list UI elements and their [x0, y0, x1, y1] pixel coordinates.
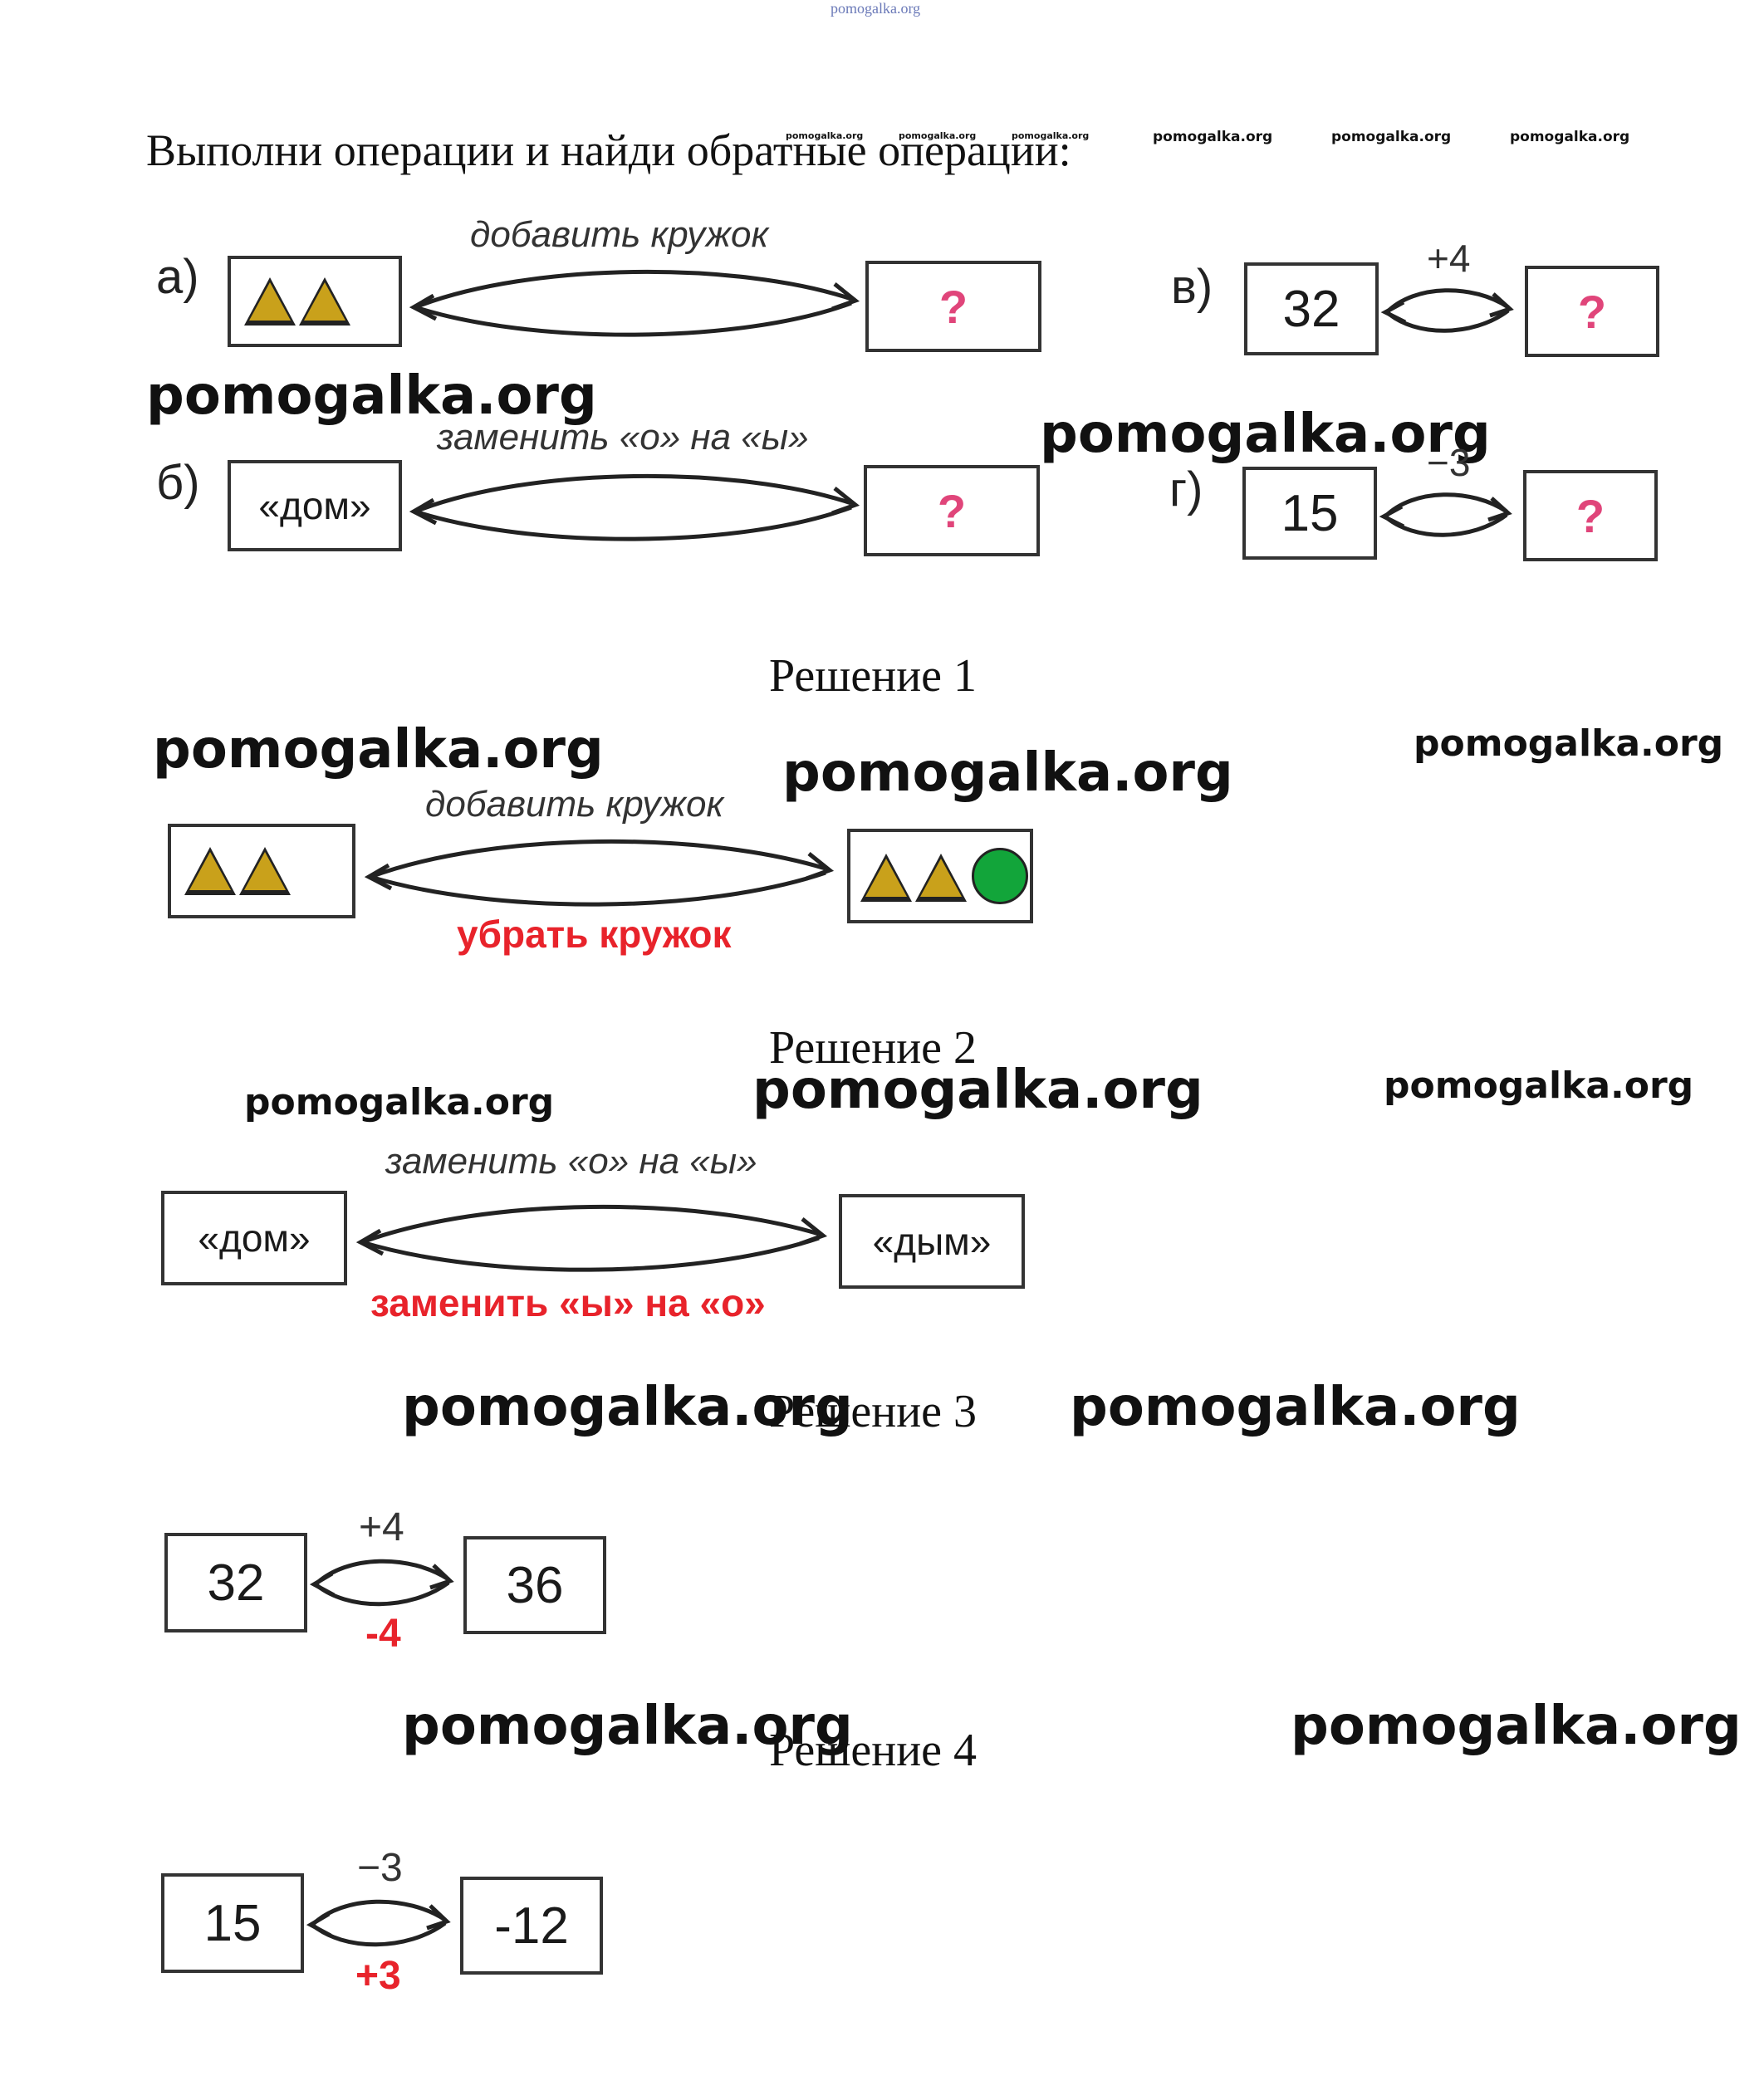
- double-arrow-icon: [355, 1204, 828, 1272]
- watermark: pomogalka.org: [153, 719, 604, 781]
- task-v-start-box: 32: [1244, 262, 1379, 355]
- watermark: pomogalka.org: [402, 1696, 853, 1757]
- task-v-operation: +4: [1427, 237, 1471, 280]
- task-a-start-box: [228, 256, 402, 347]
- task-b-start: «дом»: [258, 484, 371, 527]
- double-arrow-icon: [1379, 492, 1512, 537]
- solution-3-inverse: -4: [365, 1612, 401, 1656]
- solution-4-operation: −3: [357, 1846, 403, 1890]
- task-g-result-box: ?: [1523, 470, 1658, 561]
- top-watermark: pomogalka.org: [831, 0, 921, 17]
- question-mark: ?: [1577, 285, 1607, 338]
- task-g-label: г): [1169, 463, 1203, 516]
- watermark: pomogalka.org: [402, 1377, 853, 1438]
- triangle-icon: [860, 854, 912, 902]
- shapes: [859, 848, 1028, 904]
- watermark: pomogalka.org: [146, 365, 597, 427]
- watermark: pomogalka.org: [1153, 129, 1273, 145]
- watermark: pomogalka.org: [1070, 1377, 1521, 1438]
- question-mark: ?: [937, 484, 967, 537]
- triangles: [183, 847, 292, 895]
- task-b-start-box: «дом»: [228, 460, 402, 551]
- task-g-start: 15: [1281, 484, 1339, 542]
- task-v-start: 32: [1282, 280, 1340, 338]
- solution-2-start: «дом»: [198, 1216, 311, 1260]
- watermark: pomogalka.org: [244, 1081, 555, 1123]
- solution-3-start-box: 32: [164, 1533, 307, 1632]
- solution-2-end: «дым»: [872, 1220, 992, 1263]
- watermark: pomogalka.org: [752, 1060, 1203, 1121]
- solution-3-result-box: 36: [463, 1536, 606, 1634]
- question-mark: ?: [1575, 489, 1605, 542]
- task-a-operation: добавить кружок: [470, 214, 769, 255]
- task-g-start-box: 15: [1242, 467, 1377, 560]
- solution-3-heading: Решение 3: [769, 1386, 978, 1437]
- solution-4-end: -12: [494, 1897, 569, 1955]
- task-a-result-box: ?: [865, 261, 1041, 352]
- triangle-icon: [239, 847, 291, 895]
- watermark: pomogalka.org: [1040, 404, 1491, 465]
- watermark: pomogalka.org: [786, 130, 864, 141]
- solution-4-start-box: 15: [161, 1873, 304, 1973]
- task-g-operation: −3: [1427, 441, 1471, 484]
- watermark: pomogalka.org: [782, 742, 1233, 804]
- watermark: pomogalka.org: [1291, 1696, 1742, 1757]
- watermark: pomogalka.org: [1510, 129, 1630, 145]
- task-v-result-box: ?: [1525, 266, 1659, 357]
- task-a-label: а): [156, 250, 199, 304]
- solution-4-start: 15: [203, 1894, 262, 1952]
- solution-1-operation: добавить кружок: [425, 784, 724, 825]
- triangle-icon: [184, 847, 236, 895]
- solution-2-operation: заменить «о» на «ы»: [385, 1141, 757, 1182]
- double-arrow-icon: [1380, 288, 1514, 333]
- solution-1-heading: Решение 1: [769, 650, 978, 702]
- solution-4-inverse: +3: [355, 1954, 401, 1998]
- double-arrow-icon: [306, 1899, 451, 1947]
- watermark: pomogalka.org: [1414, 722, 1724, 765]
- watermark: pomogalka.org: [1331, 129, 1452, 145]
- solution-4-heading: Решение 4: [769, 1725, 978, 1776]
- solution-2-inverse: заменить «ы» на «о»: [370, 1281, 766, 1324]
- double-arrow-icon: [409, 473, 860, 541]
- solution-2-result-box: «дым»: [839, 1194, 1025, 1289]
- task-b-operation: заменить «о» на «ы»: [437, 417, 809, 458]
- page-title: Выполни операции и найди обратные операц…: [146, 125, 1071, 175]
- question-mark: ?: [938, 280, 968, 333]
- double-arrow-icon: [364, 839, 835, 907]
- double-arrow-icon: [309, 1559, 454, 1607]
- task-v-label: в): [1171, 260, 1213, 314]
- double-arrow-icon: [409, 269, 860, 337]
- triangle-icon: [915, 854, 967, 902]
- triangle-icon: [299, 277, 350, 326]
- task-b-result-box: ?: [864, 465, 1040, 556]
- watermark: pomogalka.org: [1384, 1065, 1694, 1107]
- circle-icon: [972, 848, 1028, 904]
- watermark: pomogalka.org: [899, 130, 977, 141]
- solution-2-heading: Решение 2: [769, 1022, 978, 1074]
- task-b-label: б): [156, 456, 200, 510]
- solution-3-start: 32: [207, 1554, 265, 1612]
- triangles: [243, 277, 352, 326]
- solution-1-inverse: убрать кружок: [457, 913, 732, 956]
- solution-2-start-box: «дом»: [161, 1191, 347, 1285]
- triangle-icon: [244, 277, 296, 326]
- solution-3-operation: +4: [359, 1505, 404, 1549]
- solution-1-result-box: [847, 829, 1033, 923]
- solution-1-start-box: [168, 824, 355, 918]
- solution-4-result-box: -12: [460, 1877, 603, 1975]
- solution-3-end: 36: [506, 1556, 564, 1614]
- watermark: pomogalka.org: [1012, 130, 1090, 141]
